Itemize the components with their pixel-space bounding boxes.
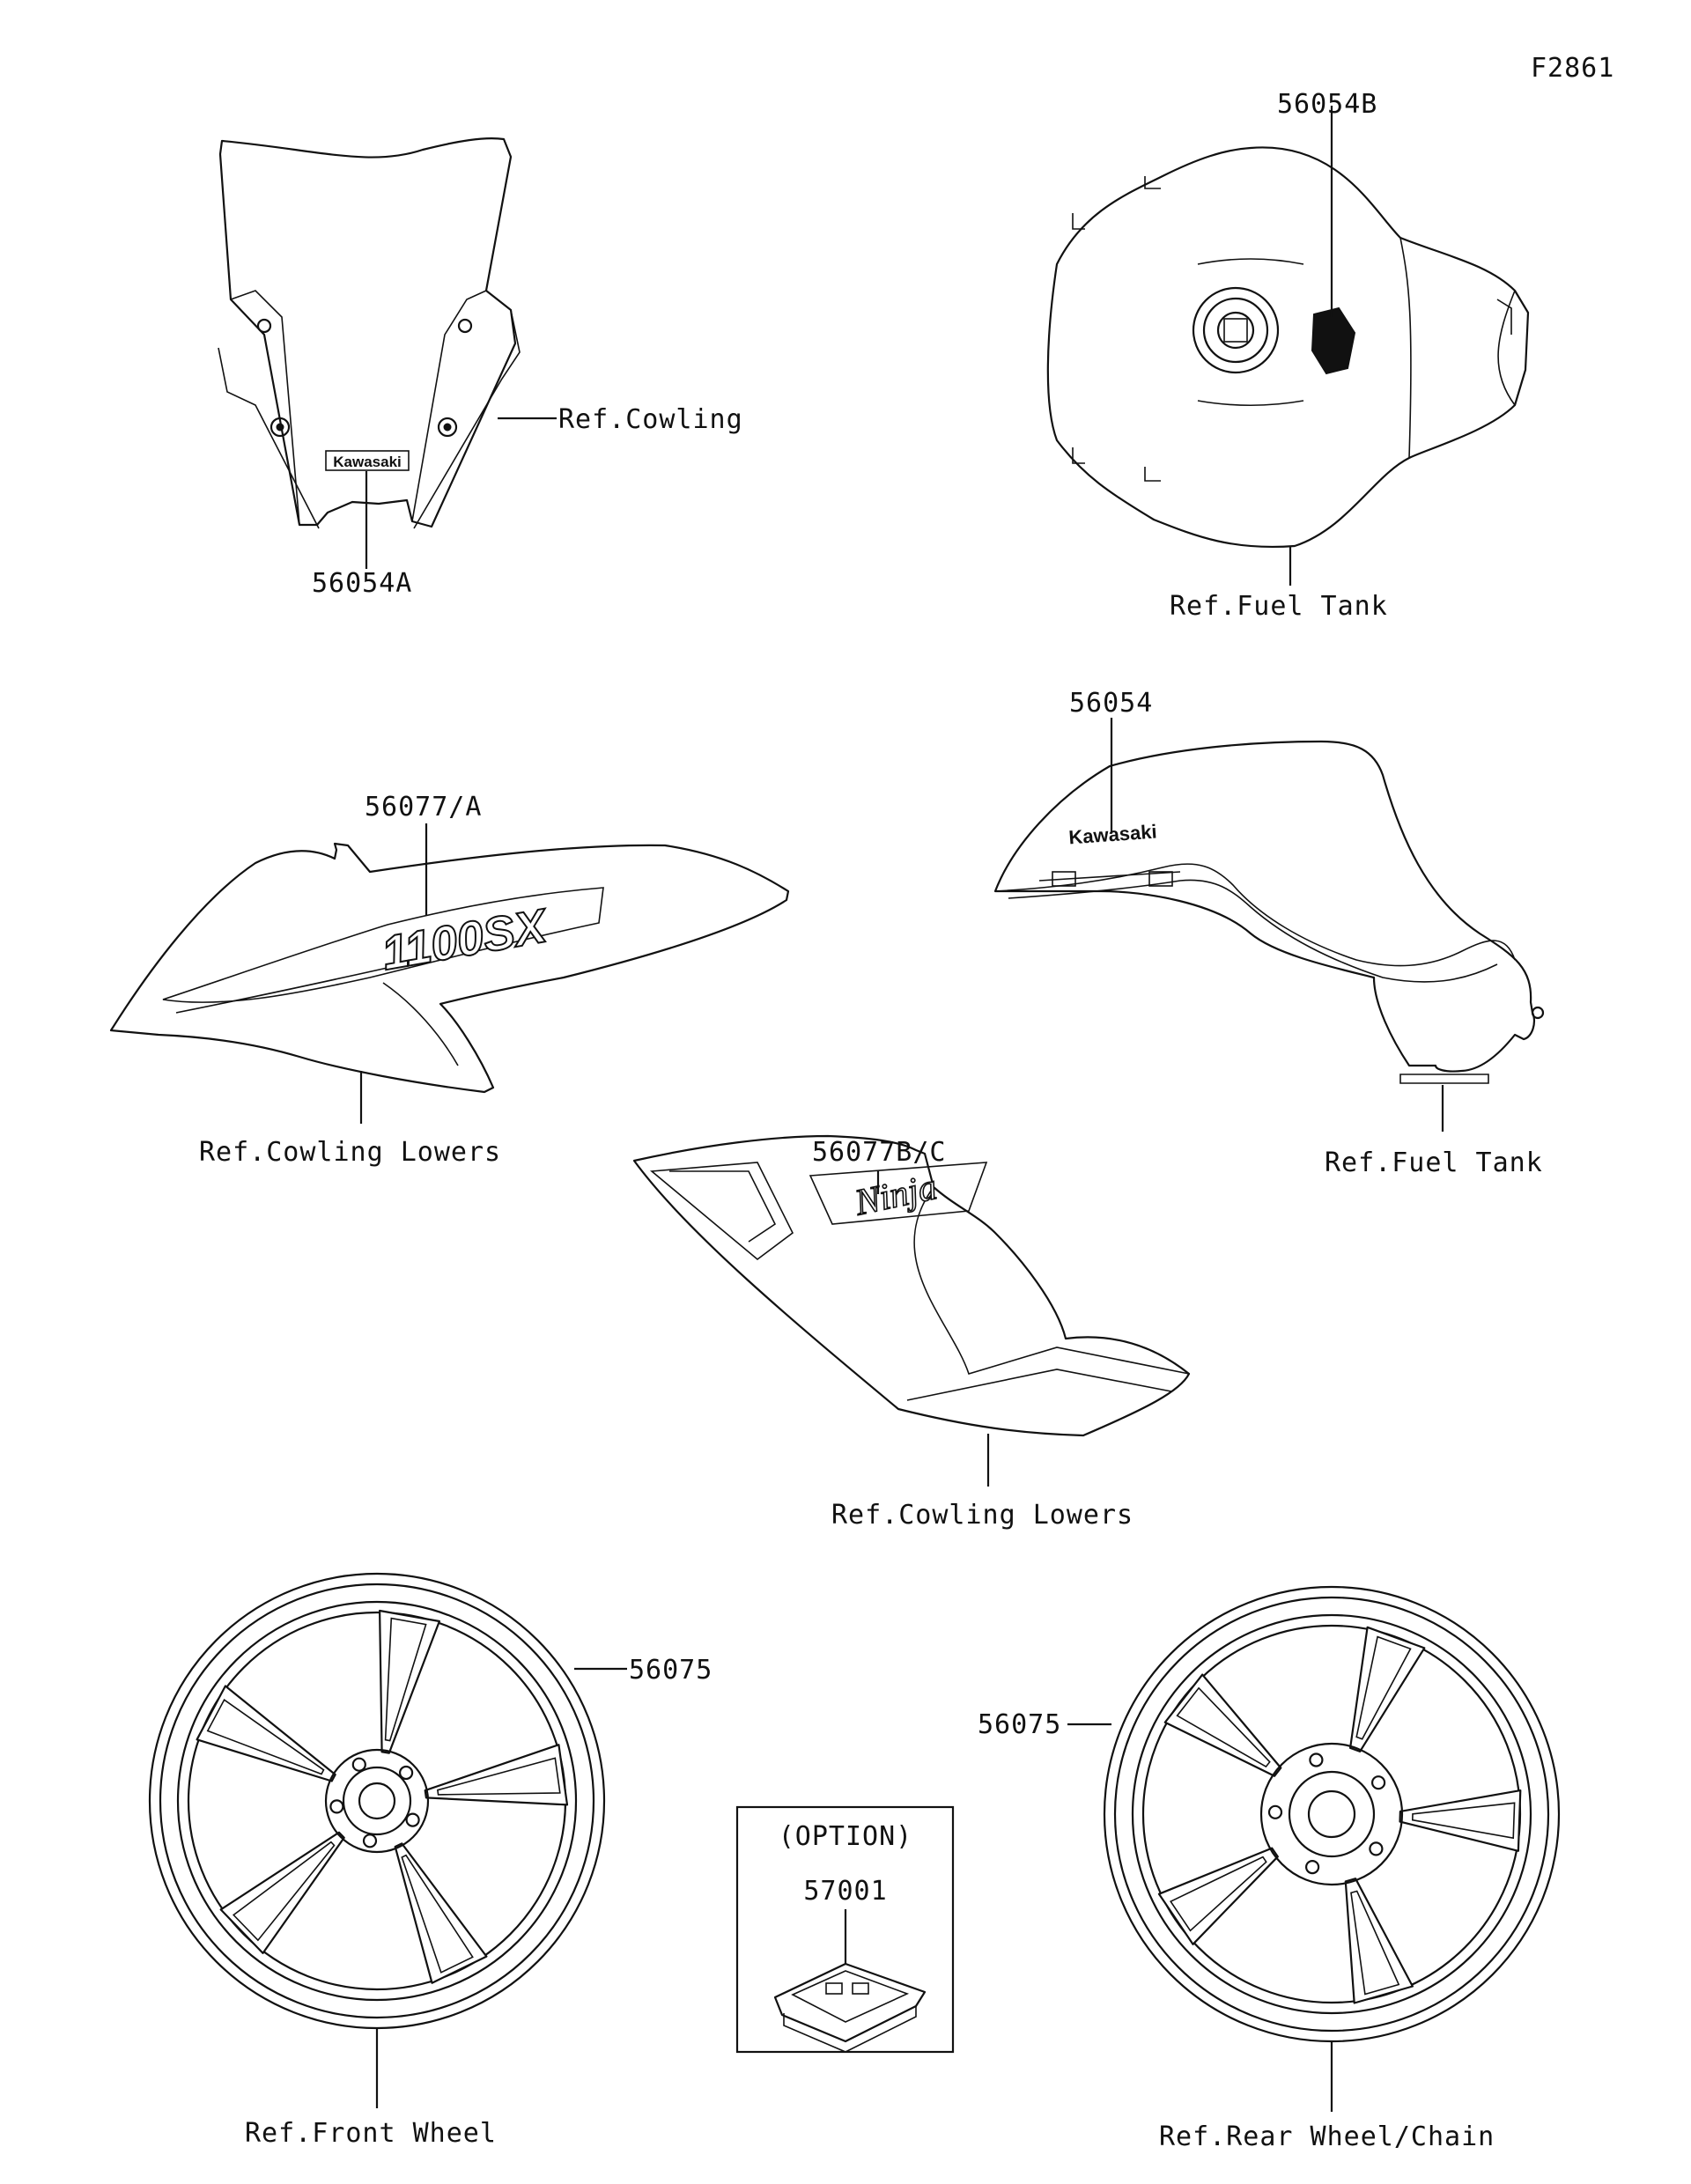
fuel-tank-top [1046, 146, 1530, 549]
callout-56054A: 56054A [312, 568, 412, 599]
wheel-spoke-groove [1170, 1856, 1267, 1932]
hub-bolt [1369, 1841, 1384, 1856]
wheel-spoke-groove [1176, 1686, 1271, 1768]
hub-bolt [1370, 1775, 1386, 1790]
callout-56077A: 56077/A [365, 792, 482, 823]
hub-bolt [1267, 1804, 1283, 1819]
side-cowl-lower: Ninja [632, 1134, 1191, 1437]
callout-front-wheel-ref: Ref.Front Wheel [245, 2118, 497, 2149]
hub-bolt [405, 1812, 420, 1827]
front-wheel [148, 1572, 606, 2030]
side-cowl-body [632, 1134, 1191, 1437]
callout-56054: 56054 [1069, 688, 1153, 719]
windshield [218, 137, 517, 528]
callout-ref-cowling: Ref.Cowling [558, 404, 743, 435]
wheel-spoke [1157, 1847, 1279, 1945]
wheel-spoke [1163, 1673, 1282, 1777]
callout-56054B: 56054B [1277, 89, 1377, 120]
kawasaki-decal [325, 450, 410, 471]
wheel-spoke-groove [1355, 1635, 1412, 1740]
tank-top-decal [1311, 306, 1356, 375]
wheel-spoke [196, 1685, 336, 1782]
wheel-spoke-groove [437, 1757, 561, 1796]
callout-rear-wheel-ref: Ref.Rear Wheel/Chain [1159, 2121, 1495, 2152]
windshield-assembly: Kawasaki [218, 137, 521, 529]
callout-front-wheel-56075: 56075 [629, 1655, 713, 1686]
wheel-spoke [379, 1609, 440, 1754]
wheel-spoke-groove [1350, 1890, 1400, 1996]
callout-front-cowl-ref: Ref.Cowling Lowers [199, 1137, 501, 1168]
wheel-spoke [219, 1831, 345, 1954]
callout-rear-wheel-56075: 56075 [978, 1709, 1061, 1740]
hub-bolt [329, 1799, 344, 1814]
callout-tank-side-ref: Ref.Fuel Tank [1325, 1147, 1543, 1178]
callout-tank-top-ref: Ref.Fuel Tank [1170, 591, 1388, 622]
callout-56077BC: 56077B/C [812, 1137, 947, 1168]
wheel-spoke-groove [1411, 1802, 1516, 1840]
wheel-spoke [1349, 1626, 1426, 1752]
wheel-spoke [394, 1842, 488, 1984]
wheel-spoke-groove [401, 1854, 474, 1974]
option-title: (OPTION) [779, 1821, 913, 1852]
front-cowl-body [109, 842, 790, 1094]
wheel-spoke-groove [232, 1841, 336, 1942]
figure-id: F2861 [1531, 53, 1614, 84]
front-cowl-lower: 1100SX [109, 842, 790, 1094]
fuel-tank-side: Kawasaki [993, 740, 1545, 1084]
hub-bolt [1304, 1860, 1320, 1875]
option-part-number: 57001 [803, 1876, 887, 1907]
wheel-spoke-groove [206, 1699, 325, 1775]
callout-side-cowl-ref: Ref.Cowling Lowers [831, 1500, 1133, 1531]
rear-wheel [1103, 1585, 1561, 2043]
kawasaki-decal-text: Kawasaki [333, 454, 402, 470]
hub-bolt [362, 1834, 378, 1848]
option-part-57001 [773, 1962, 927, 2053]
fuel-tank-side-body [993, 740, 1536, 1073]
hub-bolt [399, 1765, 414, 1781]
option-box: (OPTION) 57001 [735, 1805, 955, 2054]
fuel-tank-top-body [1046, 146, 1530, 549]
hub-bolt [351, 1757, 366, 1772]
wheel-spoke-groove [384, 1617, 427, 1742]
hub-bolt [1309, 1752, 1324, 1767]
